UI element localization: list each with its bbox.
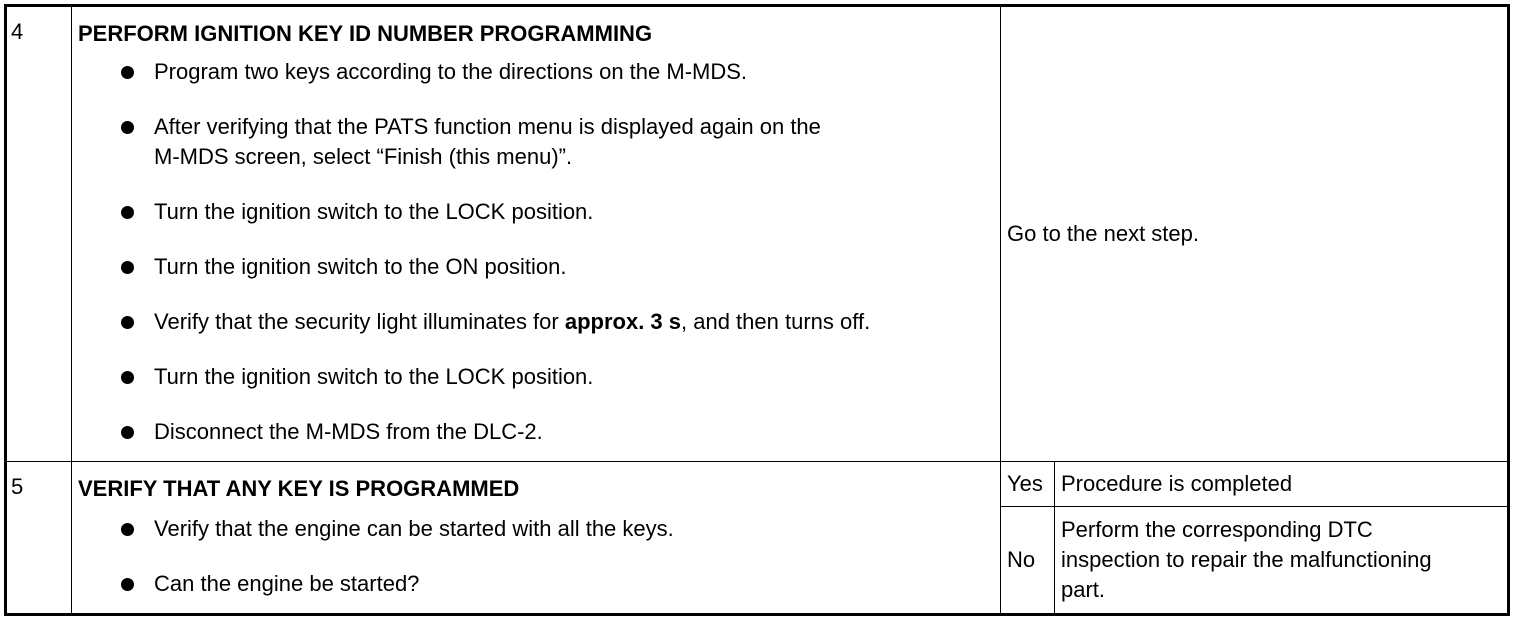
no-action: Perform the corresponding DTC inspection… [1053,506,1510,615]
step-5-row: 5 VERIFY THAT ANY KEY IS PROGRAMMED Veri… [5,461,1510,615]
step-number: 4 [5,5,72,462]
bullet-icon [121,426,134,439]
list-item: Verify that the engine can be started wi… [118,514,1000,544]
step-title: VERIFY THAT ANY KEY IS PROGRAMMED [78,476,520,501]
step-action: Go to the next step. [999,5,1510,462]
list-item: Turn the ignition switch to the LOCK pos… [118,362,1000,392]
list-item: Disconnect the M-MDS from the DLC-2. [118,417,1000,447]
list-item: Turn the ignition switch to the LOCK pos… [118,197,1000,227]
bullet-list: Verify that the engine can be started wi… [72,514,1000,599]
step-5-no-row: No Perform the corresponding DTC inspect… [6,506,1510,615]
list-item: After verifying that the PATS function m… [118,112,1000,172]
bullet-icon [121,316,134,329]
bullet-icon [121,66,134,79]
step-inspection-cell: VERIFY THAT ANY KEY IS PROGRAMMED Verify… [71,461,1001,615]
list-item: Turn the ignition switch to the ON posit… [118,252,1000,282]
step-inspection-cell: PERFORM IGNITION KEY ID NUMBER PROGRAMMI… [71,5,1001,462]
bullet-icon [121,578,134,591]
step-number: 5 [5,461,72,615]
bullet-list: Program two keys according to the direct… [72,57,1000,447]
yes-label: Yes [1000,461,1055,507]
list-item: Program two keys according to the direct… [118,57,1000,87]
no-label: No [1000,506,1055,615]
bullet-icon [121,523,134,536]
list-item: Verify that the security light illuminat… [118,307,1000,337]
bullet-icon [121,206,134,219]
bullet-icon [121,121,134,134]
step-title: PERFORM IGNITION KEY ID NUMBER PROGRAMMI… [78,21,653,46]
list-item: Can the engine be started? [118,569,1000,599]
yes-action: Procedure is completed [1053,461,1510,507]
bullet-icon [121,261,134,274]
step-4-row: 4 PERFORM IGNITION KEY ID NUMBER PROGRAM… [5,5,1510,462]
bullet-icon [121,371,134,384]
procedure-table: 4 PERFORM IGNITION KEY ID NUMBER PROGRAM… [4,4,1511,616]
